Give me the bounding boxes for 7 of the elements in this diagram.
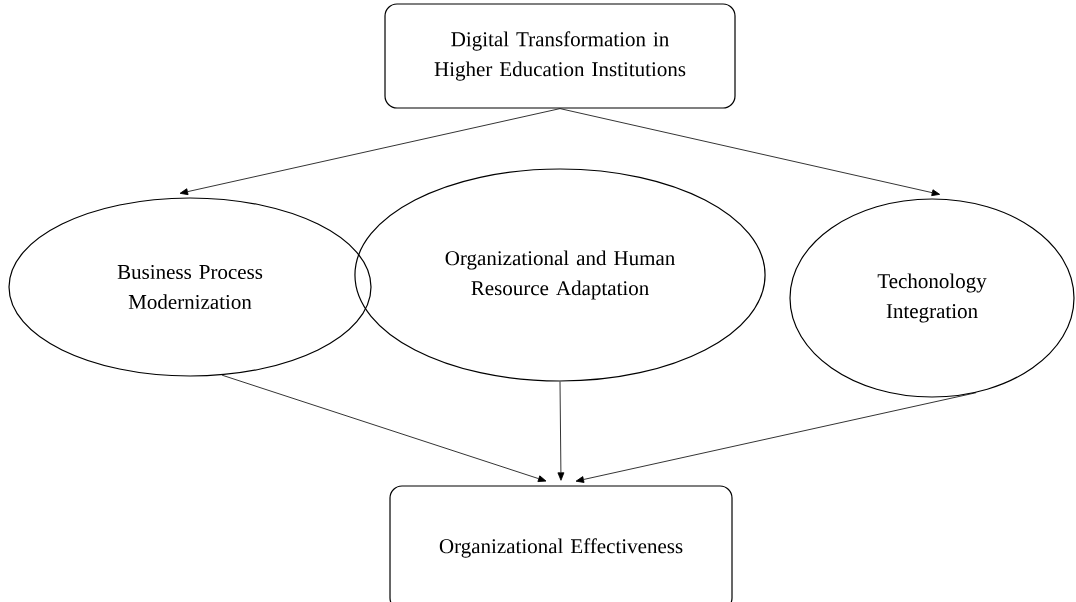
arrow xyxy=(179,108,561,196)
arrow xyxy=(221,374,547,482)
arrow xyxy=(559,108,940,197)
rounded-box: Digital Transformation in Higher Education Institutions xyxy=(384,3,736,109)
rounded-box: Organizational Effectiveness xyxy=(389,485,733,602)
arrow xyxy=(575,392,977,483)
arrow xyxy=(557,381,565,481)
